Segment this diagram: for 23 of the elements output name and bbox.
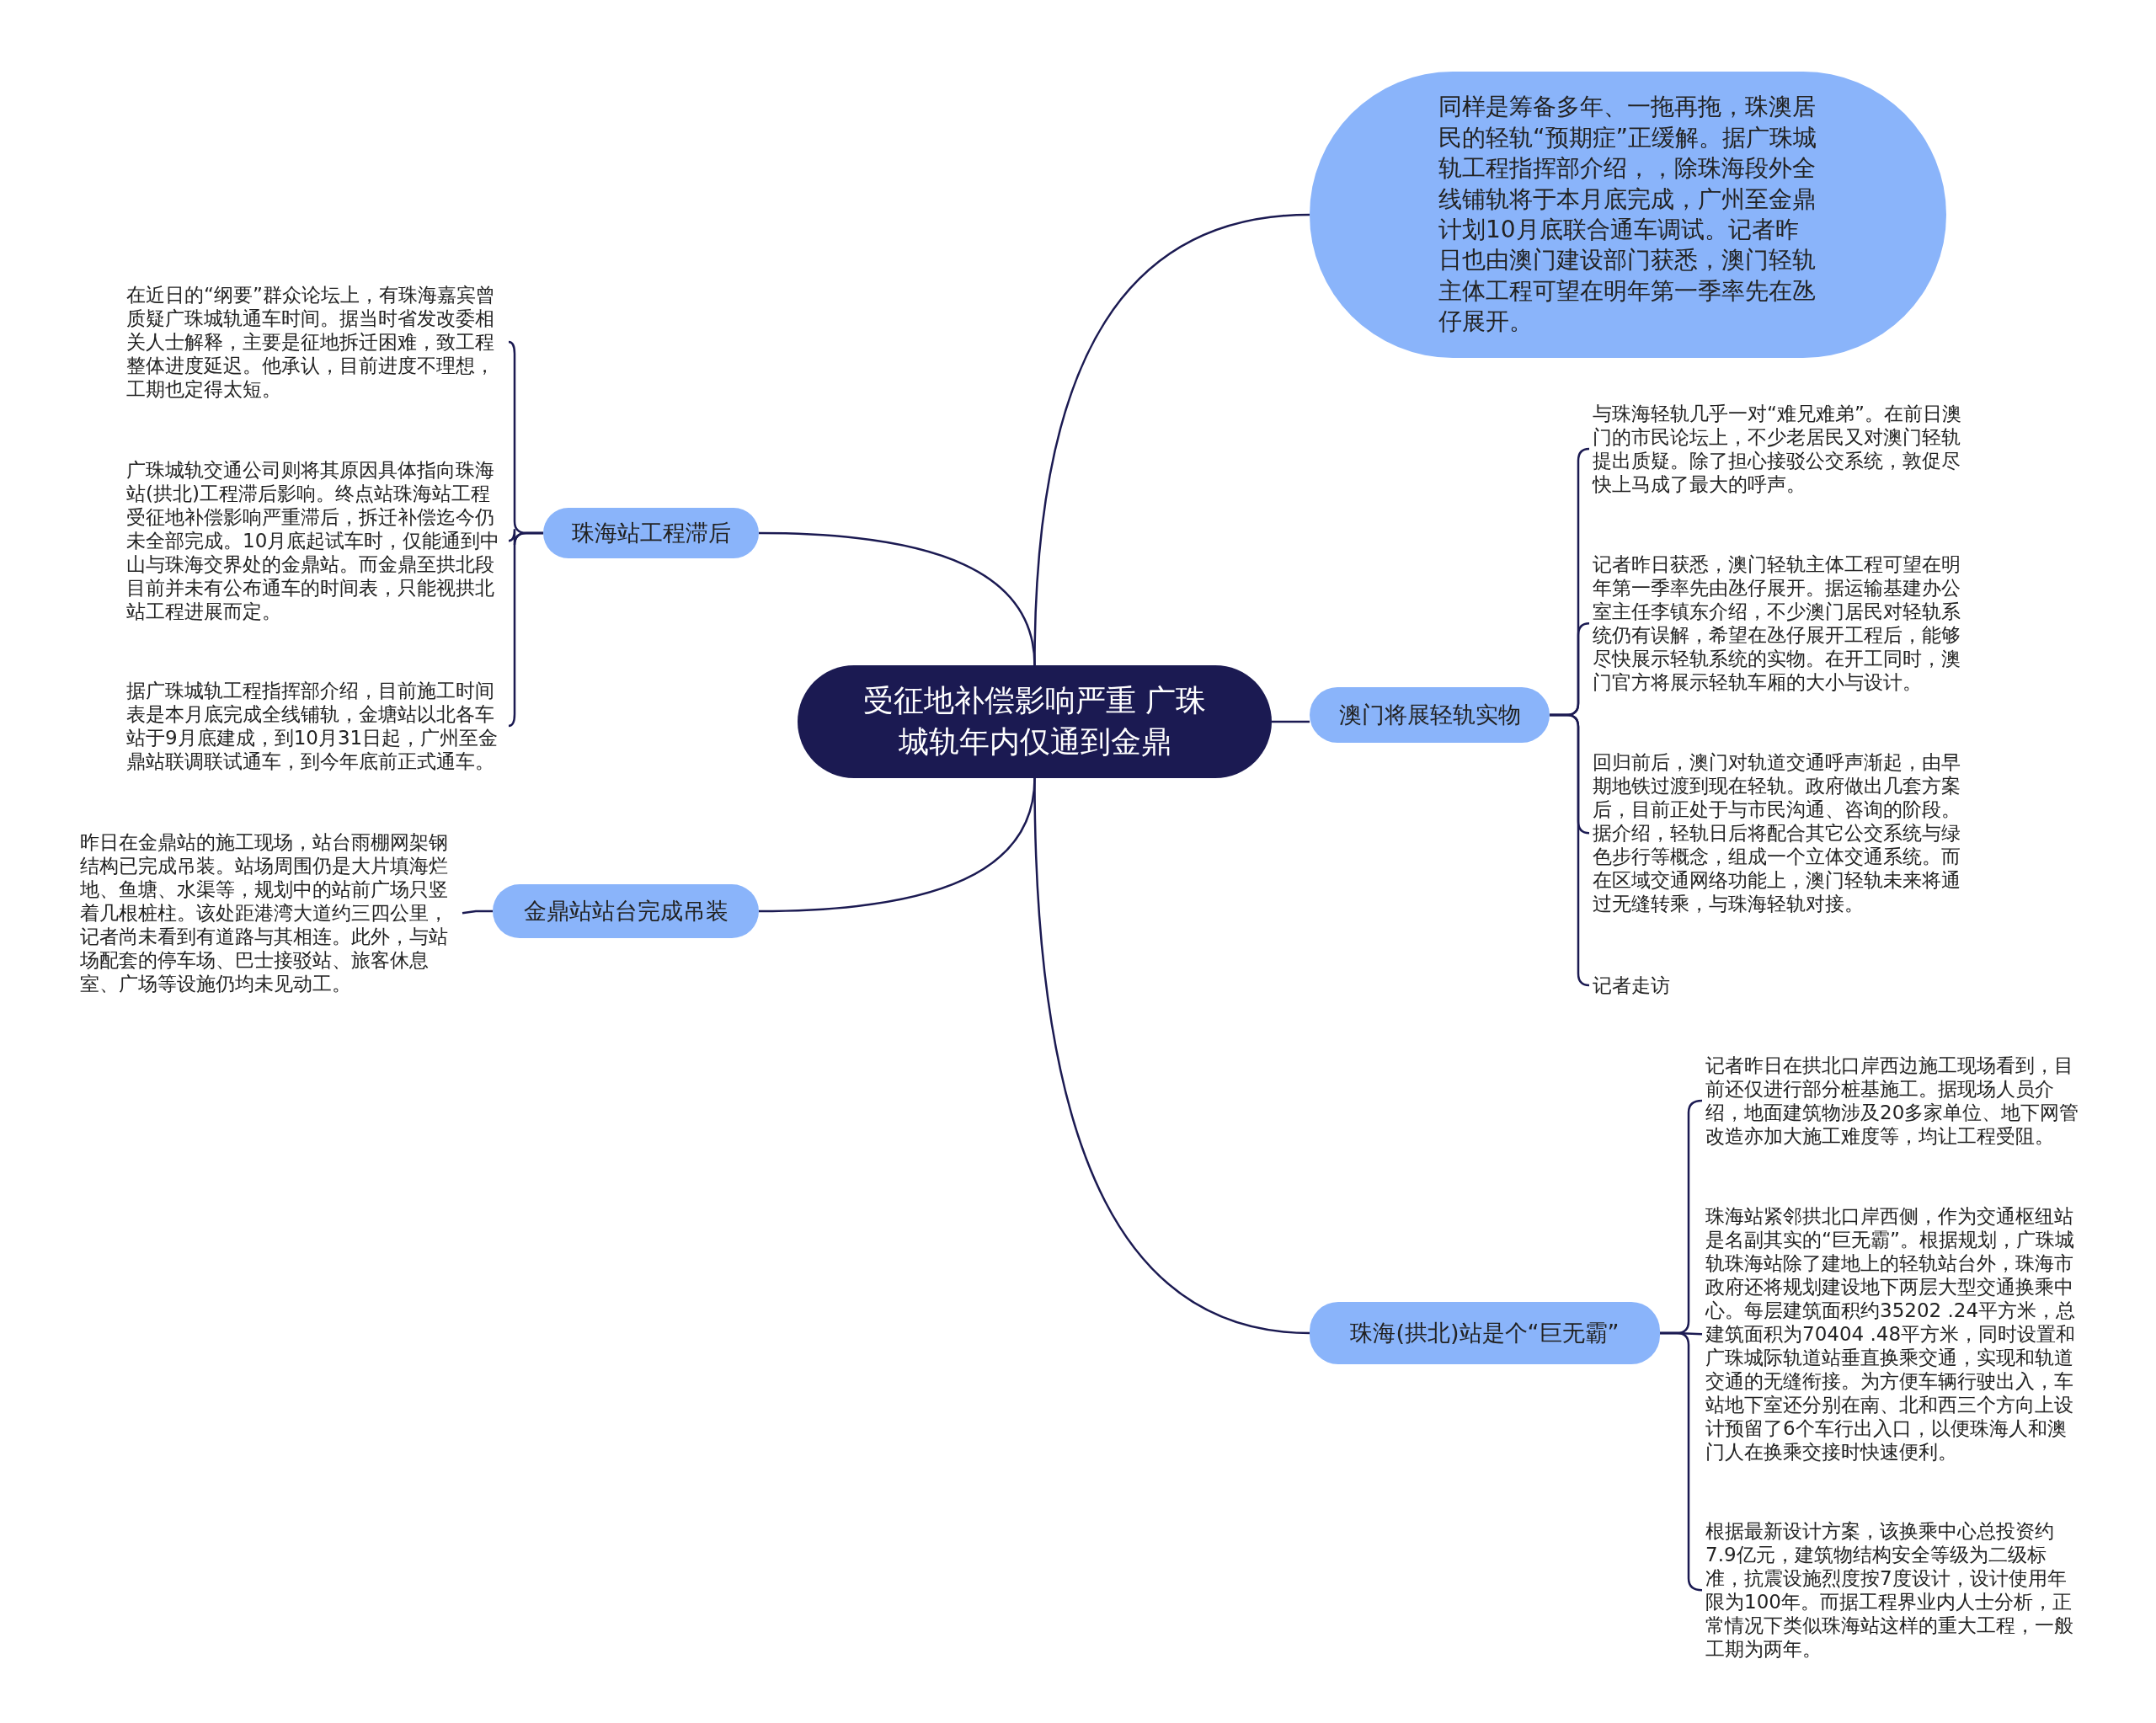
note-text: 记者走访 [1593, 974, 1972, 998]
connector-line [1033, 777, 1310, 1335]
connector-line [758, 531, 1036, 666]
subtopic-pill: 珠海站工程滞后 [543, 508, 759, 558]
note-text: 珠海站紧邻拱北口岸西侧，作为交通枢纽站是名副其实的“巨无霸”。根据规划，广珠城轨珠海站除了建地上的轻轨站台外，珠海市政府还将规划建设地下两层大型交通换乘中心。每层建筑面积约35202 .24平方米，总建筑面积为70404 .48平方米，同时设置和广珠城际轨道站垂直换乘交通，实现和轨道交通的无缝衔接。为方便车辆行驶出入，车站地下室还分别在南、北和西三个方向上设计预留了6个车行出入口，以便珠海人和澳门人在换乘交接时快速便利。 [1705, 1204, 2084, 1464]
central-topic: 受征地补偿影响严重 广珠城轨年内仅通到金鼎 [798, 665, 1272, 778]
connector-line [1550, 713, 1590, 987]
connector-line [508, 531, 543, 728]
note-text: 在近日的“纲要”群众论坛上，有珠海嘉宾曾质疑广珠城轨通车时间。据当时省发改委相关人士解释，主要是征地拆迁困难，致工程整体进度延迟。他承认，目前进度不理想，工期也定得太短。 [126, 283, 505, 402]
note-text: 据广珠城轨工程指挥部介绍，目前施工时间表是本月底完成全线铺轨，金塘站以北各车站于9月底建成，到10月31日起，广州至金鼎站联调联试通车，到今年底前正式通车。 [126, 679, 505, 774]
note-text: 与珠海轻轨几乎一对“难兄难弟”。在前日澳门的市民论坛上，不少老居民又对澳门轻轨提出质疑。除了担心接驳公交系统，敦促尽快上马成了最大的呼声。 [1593, 402, 1972, 497]
connector-line [1272, 720, 1310, 723]
connector-line [462, 910, 493, 915]
note-text: 昨日在金鼎站的施工现场，站台雨棚网架钢结构已完成吊装。站场周围仍是大片填海烂地、鱼塘、水渠等，规划中的站前广场只竖着几根桩柱。该处距港湾大道约三四公里，记者尚未看到有道路与其相连。此外，与站场配套的停车场、巴士接驳站、旅客休息室、广场等设施仍均未见动工。 [80, 830, 459, 996]
note-text: 记者昨日获悉，澳门轻轨主体工程可望在明年第一季率先由氹仔展开。据运输基建办公室主任李镇东介绍，不少澳门居民对轻轨系统仍有误解，希望在氹仔展开工程后，能够尽快展示轻轨系统的实物。在开工同时，澳门官方将展示轻轨车厢的大小与设计。 [1593, 552, 1972, 695]
subtopic-pill: 珠海(拱北)站是个“巨无霸” [1310, 1302, 1660, 1364]
subtopic-pill: 澳门将展轻轨实物 [1310, 687, 1550, 743]
note-text: 回归前后，澳门对轨道交通呼声渐起，由早期地铁过渡到现在轻轨。政府做出几套方案后，目前正处于与市民沟通、咨询的阶段。据介绍，轻轨日后将配合其它公交系统与绿色步行等概念，组成一个立体交通系统。而在区域交通网络功能上，澳门轻轨未来将通过无缝转乘，与珠海轻轨对接。 [1593, 750, 1972, 916]
note-text: 记者昨日在拱北口岸西边施工现场看到，目前还仅进行部分桩基施工。据现场人员介绍，地面建筑物涉及20多家单位、地下网管改造亦加大施工难度等，均让工程受阻。 [1705, 1054, 2084, 1149]
note-text: 根据最新设计方案，该换乘中心总投资约7.9亿元，建筑物结构安全等级为二级标准，抗震设施烈度按7度设计，设计使用年限为100年。而据工程界业内人士分析，正常情况下类似珠海站这样的重大工程，一般工期为两年。 [1705, 1519, 2084, 1662]
note-text: 广珠城轨交通公司则将其原因具体指向珠海站(拱北)工程滞后影响。终点站珠海站工程受征地补偿影响严重滞后，拆迁补偿迄今仍未全部完成。10月底起试车时，仅能通到中山与珠海交界处的金鼎站。而金鼎至拱北段目前并未有公布通车的时间表，只能视拱北站工程进展而定。 [126, 458, 505, 624]
topic-bubble: 同样是筹备多年、一拖再拖，珠澳居民的轻轨“预期症”正缓解。据广珠城轨工程指挥部介绍，，除珠海段外全线铺轨将于本月底完成，广州至金鼎计划10月底联合通车调试。记者昨日也由澳门建设部门获悉，澳门轻轨主体工程可望在明年第一季率先在氹仔展开。 [1310, 72, 1946, 358]
subtopic-pill: 金鼎站站台完成吊装 [493, 884, 759, 938]
